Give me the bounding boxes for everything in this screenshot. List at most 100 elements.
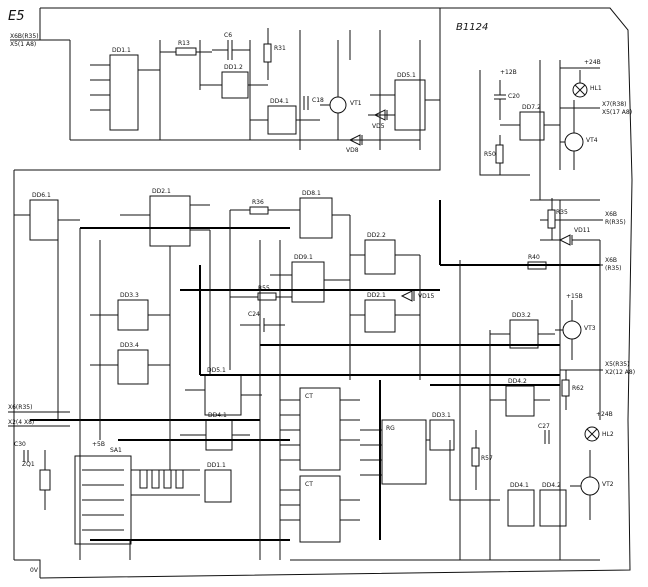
- svg-text:HL2: HL2: [602, 431, 614, 438]
- connector-label: R(R35): [605, 219, 626, 226]
- chip-dd9: DD9.1: [270, 254, 350, 303]
- svg-text:+24B: +24B: [584, 59, 601, 66]
- connector-label: X6B: [605, 211, 617, 218]
- transistor-vt1: VT1: [320, 40, 362, 140]
- transistor-vt4: VT4: [560, 100, 598, 170]
- chip-dd6: DD6.1: [14, 192, 80, 241]
- chip-dd17b: DD4.1: [507, 482, 535, 527]
- resistor-r40: R40: [510, 254, 560, 270]
- sheet-code: B1124: [456, 22, 488, 33]
- connector-label: X5(1 A8): [10, 41, 36, 48]
- svg-text:VT1: VT1: [350, 100, 362, 107]
- svg-text:+24B: +24B: [596, 411, 613, 418]
- capacitor-c30: C30: [14, 441, 29, 462]
- chip-dd1b: DD1.2: [200, 64, 268, 99]
- connector-label: X7(R38): [602, 101, 626, 108]
- connector-label: X6B: [605, 257, 617, 264]
- lamp-hl2: HL2: [584, 426, 614, 442]
- resistor-array: [131, 469, 200, 496]
- svg-text:HL1: HL1: [590, 85, 602, 92]
- resistor-r36: R36: [230, 199, 290, 215]
- svg-text:VD15: VD15: [418, 293, 435, 300]
- svg-text:DD4.2: DD4.2: [542, 482, 561, 489]
- ground-label: 0V: [30, 567, 39, 574]
- svg-text:DD1.2: DD1.2: [224, 64, 243, 71]
- svg-text:R40: R40: [528, 254, 540, 261]
- svg-text:DD8.1: DD8.1: [302, 190, 321, 197]
- supply-plus5: +5B: [92, 441, 105, 448]
- connector-label: X5(17 A8): [602, 109, 632, 116]
- svg-text:DD3.1: DD3.1: [432, 412, 451, 419]
- svg-text:DD9.1: DD9.1: [294, 254, 313, 261]
- svg-text:DD2.2: DD2.2: [367, 232, 386, 239]
- capacitor-c6: C6: [212, 32, 250, 60]
- svg-text:C30: C30: [14, 441, 26, 448]
- transistor-vt2: VT2: [570, 450, 614, 520]
- connector-label: X2(4 X8): [8, 419, 34, 426]
- capacitor-c18: C18: [303, 96, 324, 110]
- svg-text:DD7.2: DD7.2: [522, 104, 541, 111]
- svg-text:VT3: VT3: [584, 325, 596, 332]
- svg-text:RG: RG: [386, 425, 395, 432]
- connector-label: (R35): [605, 265, 622, 272]
- interconnect-wires: [13, 199, 601, 561]
- svg-text:C27: C27: [538, 423, 550, 430]
- svg-text:+5B: +5B: [92, 441, 105, 448]
- svg-text:DD4.1: DD4.1: [510, 482, 529, 489]
- supply-plus24-top: +24B: [560, 59, 601, 69]
- svg-text:R13: R13: [178, 40, 190, 47]
- chip-dd7: DD7.2: [500, 104, 560, 141]
- svg-text:SA1: SA1: [110, 447, 122, 454]
- svg-text:CT: CT: [305, 393, 313, 400]
- connector-left-mid: X6(R35) X2(4 X8): [8, 404, 70, 427]
- svg-text:R31: R31: [274, 45, 286, 52]
- resistor-r62: R62: [561, 370, 584, 410]
- chip-dd8: DD8.1: [290, 190, 350, 239]
- wire-top-right: [479, 60, 561, 200]
- capacitor-c24: C24: [240, 311, 285, 332]
- sheet-title: E5: [8, 9, 25, 24]
- resistor-r55: R55: [230, 285, 292, 301]
- capacitor-c20: C20: [494, 80, 520, 120]
- bus-lines: [30, 200, 600, 541]
- svg-text:C18: C18: [312, 97, 324, 104]
- svg-text:VT4: VT4: [586, 137, 598, 144]
- svg-text:VD11: VD11: [574, 227, 591, 234]
- connector-label: X6B(R35): [10, 33, 39, 40]
- chip-counter-b: CT: [280, 475, 360, 543]
- svg-text:DD6.1: DD6.1: [32, 192, 51, 199]
- chip-dd13: DD2.1: [350, 292, 420, 333]
- resistor-r13: R13: [160, 40, 212, 56]
- svg-text:DD2.1: DD2.1: [152, 188, 171, 195]
- capacitor-c27: C27: [538, 423, 550, 444]
- svg-text:C20: C20: [508, 93, 520, 100]
- svg-text:ZQ1: ZQ1: [22, 461, 35, 468]
- chip-counter-a: CT: [280, 387, 360, 471]
- resistor-r57: R57: [471, 430, 493, 490]
- chip-dd17: DD4.1: [180, 412, 250, 451]
- crystal-zq1: ZQ1: [22, 450, 51, 510]
- svg-text:DD4.1: DD4.1: [208, 412, 227, 419]
- lamp-hl1: HL1: [572, 70, 602, 98]
- chip-dd10: DD3.4: [90, 342, 170, 385]
- diode-vd15: VD15: [400, 290, 435, 302]
- chip-dd1: DD1.1: [90, 47, 160, 131]
- svg-text:DD3.2: DD3.2: [512, 312, 531, 319]
- svg-text:VD8: VD8: [346, 147, 359, 154]
- svg-text:CT: CT: [305, 481, 313, 488]
- chip-dd11: DD3.3: [90, 292, 170, 331]
- wire-top: [69, 30, 421, 150]
- svg-text:R57: R57: [481, 455, 493, 462]
- resistor-r31: R31: [263, 28, 286, 80]
- chip-dd4: DD4.1: [250, 98, 320, 135]
- chip-dd15b: DD4.2: [539, 482, 567, 527]
- connector-label: X6(R35): [8, 404, 32, 411]
- svg-text:DD3.3: DD3.3: [120, 292, 139, 299]
- svg-text:+15B: +15B: [566, 293, 583, 300]
- diode-vd11: VD11: [540, 227, 600, 246]
- transistor-vt3: VT3: [555, 300, 596, 360]
- svg-text:0V: 0V: [30, 567, 39, 574]
- svg-text:DD5.1: DD5.1: [397, 72, 416, 79]
- supply-plus24-bottom: +24B: [596, 411, 613, 418]
